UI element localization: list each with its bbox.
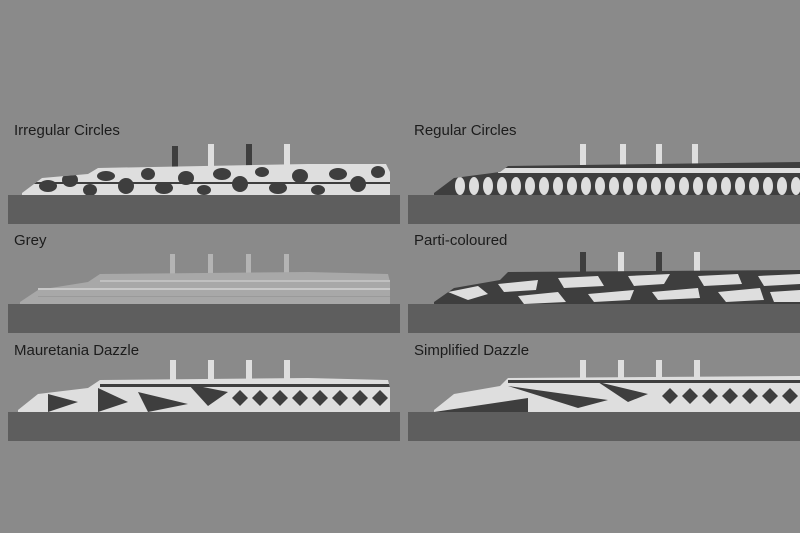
panel-label: Regular Circles — [414, 122, 517, 139]
panel-grey: Grey — [8, 232, 400, 342]
ship-model — [22, 144, 390, 195]
ship-model — [434, 144, 800, 195]
ground-strip — [408, 195, 800, 224]
hull-pattern — [455, 168, 800, 195]
panel-label: Grey — [14, 232, 47, 249]
hull-pattern — [48, 384, 390, 412]
hull-pattern — [448, 274, 800, 304]
panel-mauretania-dazzle: Mauretania Dazzle — [8, 342, 400, 452]
panel-simplified-dazzle: Simplified Dazzle — [408, 342, 800, 452]
ship-model — [434, 360, 800, 412]
ground-strip — [8, 195, 400, 224]
ground-strip — [408, 412, 800, 441]
panel-label: Irregular Circles — [14, 122, 120, 139]
ground-strip — [408, 304, 800, 333]
ship-model — [434, 252, 800, 304]
hull-pattern — [22, 166, 390, 195]
panel-label: Parti-coloured — [414, 232, 508, 249]
ground-strip — [8, 304, 400, 333]
panel-parti-coloured: Parti-coloured — [408, 232, 800, 342]
hull-pattern — [434, 380, 800, 412]
ship-model — [18, 360, 390, 412]
ship-model — [20, 254, 390, 304]
panel-regular-circles: Regular Circles — [408, 122, 800, 232]
ground-strip — [8, 412, 400, 441]
panel-irregular-circles: Irregular Circles — [8, 122, 400, 232]
panel-label: Mauretania Dazzle — [14, 342, 140, 359]
panel-label: Simplified Dazzle — [414, 342, 530, 359]
